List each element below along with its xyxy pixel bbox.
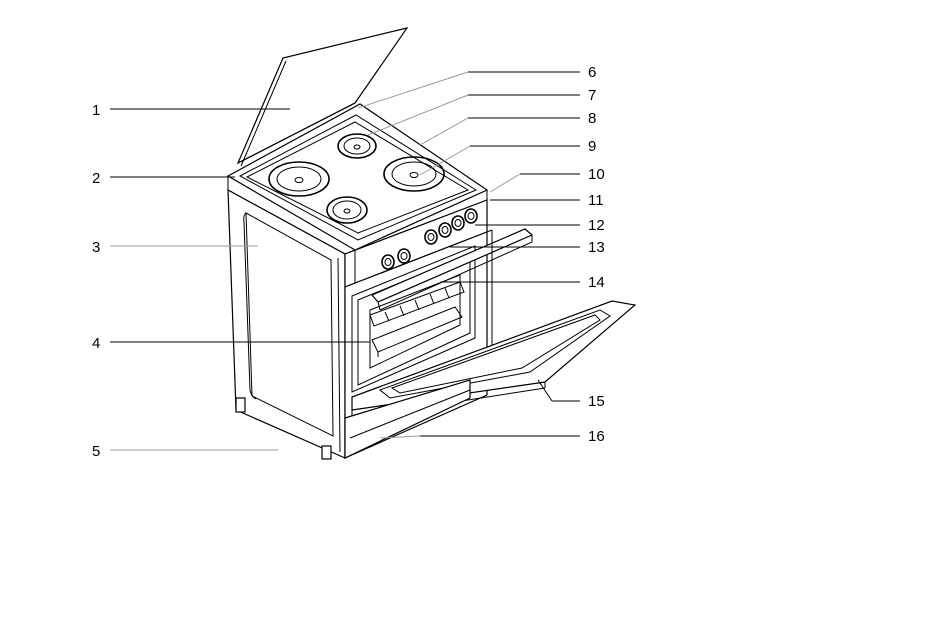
callout-14: 14 <box>588 274 605 291</box>
callout-3: 3 <box>92 239 100 256</box>
callout-11: 11 <box>588 192 604 209</box>
callout-16: 16 <box>588 428 605 445</box>
cooker-illustration <box>228 28 635 459</box>
callout-2: 2 <box>92 170 100 187</box>
callout-13: 13 <box>588 239 605 256</box>
callout-5: 5 <box>92 443 100 460</box>
callout-7: 7 <box>588 87 596 104</box>
callout-9: 9 <box>588 138 596 155</box>
callout-6: 6 <box>588 64 596 81</box>
callout-10: 10 <box>588 166 605 183</box>
callout-15: 15 <box>588 393 605 410</box>
callout-12: 12 <box>588 217 605 234</box>
callout-4: 4 <box>92 335 100 352</box>
callout-8: 8 <box>588 110 596 127</box>
callout-1: 1 <box>92 102 100 119</box>
